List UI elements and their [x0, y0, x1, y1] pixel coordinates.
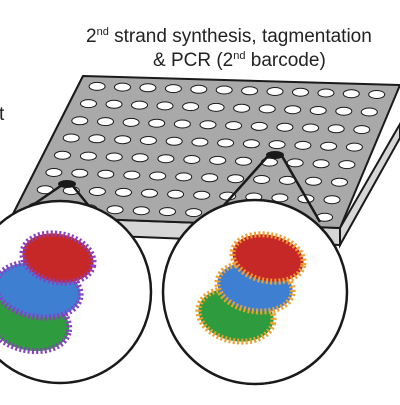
- plate-well: [353, 125, 371, 135]
- plate-well: [242, 139, 260, 149]
- plate-well: [268, 140, 286, 150]
- plate-well: [45, 168, 63, 177]
- plate-well: [106, 205, 124, 215]
- plate-well: [331, 177, 348, 187]
- plate-well: [88, 81, 106, 91]
- caption-line-2-post: barcode): [245, 50, 326, 71]
- caption-line-1: 2nd strand synthesis, tagmentation: [86, 26, 372, 48]
- selected-well-left: [58, 180, 76, 188]
- plate-well: [193, 190, 211, 200]
- plate-well: [183, 155, 201, 164]
- plate-well: [317, 88, 335, 98]
- plate-well: [80, 99, 97, 109]
- plate-well: [115, 187, 132, 197]
- plate-well: [217, 138, 235, 148]
- plate-well: [79, 151, 97, 161]
- plate-well: [335, 106, 353, 116]
- plate-well: [131, 100, 148, 110]
- right-cell-group: [195, 231, 307, 345]
- plate-well: [114, 82, 131, 92]
- plate-well: [165, 136, 183, 146]
- plate-well: [235, 156, 252, 166]
- plate-well: [215, 85, 233, 95]
- plate-well: [185, 208, 203, 218]
- plate-well: [233, 103, 251, 113]
- plate-well: [250, 121, 268, 131]
- plate-well: [148, 118, 166, 128]
- plate-well: [122, 117, 140, 127]
- plate-well: [227, 174, 245, 184]
- plate-well: [320, 141, 338, 151]
- plate-well: [360, 107, 378, 117]
- caption-line-2: & PCR (2nd barcode): [153, 50, 326, 72]
- plate-well: [123, 170, 141, 180]
- plate-well: [327, 124, 345, 134]
- plate-well: [182, 102, 200, 112]
- red-cell-right: [229, 231, 307, 285]
- selected-well-right: [266, 151, 284, 159]
- plate-well: [302, 123, 320, 133]
- plate-well: [258, 104, 276, 114]
- plate-well: [253, 175, 271, 184]
- plate-well: [345, 142, 363, 152]
- plate-well: [292, 87, 309, 97]
- caption-line-1-post: strand synthesis, tagmentation: [108, 26, 372, 47]
- plate-well: [88, 134, 106, 144]
- plate-well: [62, 133, 80, 143]
- plate-well: [97, 169, 115, 179]
- plate-well: [342, 89, 360, 99]
- red-cell-left: [19, 230, 97, 286]
- plate-well: [305, 176, 322, 186]
- plate-well: [207, 102, 225, 112]
- plate-well: [191, 137, 209, 147]
- plate-well: [312, 159, 330, 169]
- plate-well: [368, 90, 386, 99]
- plate-well: [97, 117, 114, 127]
- plate-well: [190, 84, 208, 94]
- caption-line-1-pre: 2: [86, 26, 97, 47]
- plate-well: [309, 106, 327, 115]
- plate-well: [157, 154, 175, 164]
- plate-well: [173, 119, 191, 129]
- plate-well: [71, 168, 89, 178]
- plate-well: [323, 195, 341, 205]
- plate-well: [271, 193, 289, 203]
- plate-well: [105, 99, 123, 109]
- plate-well: [132, 206, 150, 216]
- plate-well: [284, 105, 302, 115]
- caption-line-1-superscript: nd: [96, 26, 109, 38]
- plate-well: [201, 173, 219, 183]
- left-cell-group: [0, 230, 97, 355]
- caption-line-2-superscript: nd: [233, 50, 246, 62]
- plate-right-side: [339, 121, 400, 249]
- plate-well: [114, 135, 132, 145]
- plate-well: [131, 153, 149, 163]
- plate-well: [225, 121, 243, 131]
- plate-well: [209, 155, 227, 165]
- plate-well: [54, 150, 71, 160]
- plate-well: [105, 152, 123, 162]
- plate-well: [294, 140, 312, 150]
- plate-well: [71, 116, 89, 126]
- caption-line-2-pre: & PCR (2: [153, 50, 234, 71]
- plate-well: [276, 122, 294, 132]
- plate-well: [88, 187, 106, 196]
- plate-well: [338, 160, 356, 170]
- plate-well: [141, 188, 158, 198]
- plate-well: [241, 86, 259, 96]
- plate-well: [159, 207, 176, 217]
- plate-well: [156, 101, 174, 111]
- plate-well: [164, 84, 182, 94]
- plate-well: [286, 158, 304, 168]
- plate-well: [175, 172, 193, 182]
- plate-well: [199, 120, 217, 130]
- plate-well: [139, 83, 157, 93]
- left-text-fragment: t: [0, 104, 5, 125]
- plate-well: [139, 136, 157, 145]
- plate-well: [167, 189, 185, 199]
- plate-well: [149, 171, 167, 181]
- plate-well: [266, 87, 284, 96]
